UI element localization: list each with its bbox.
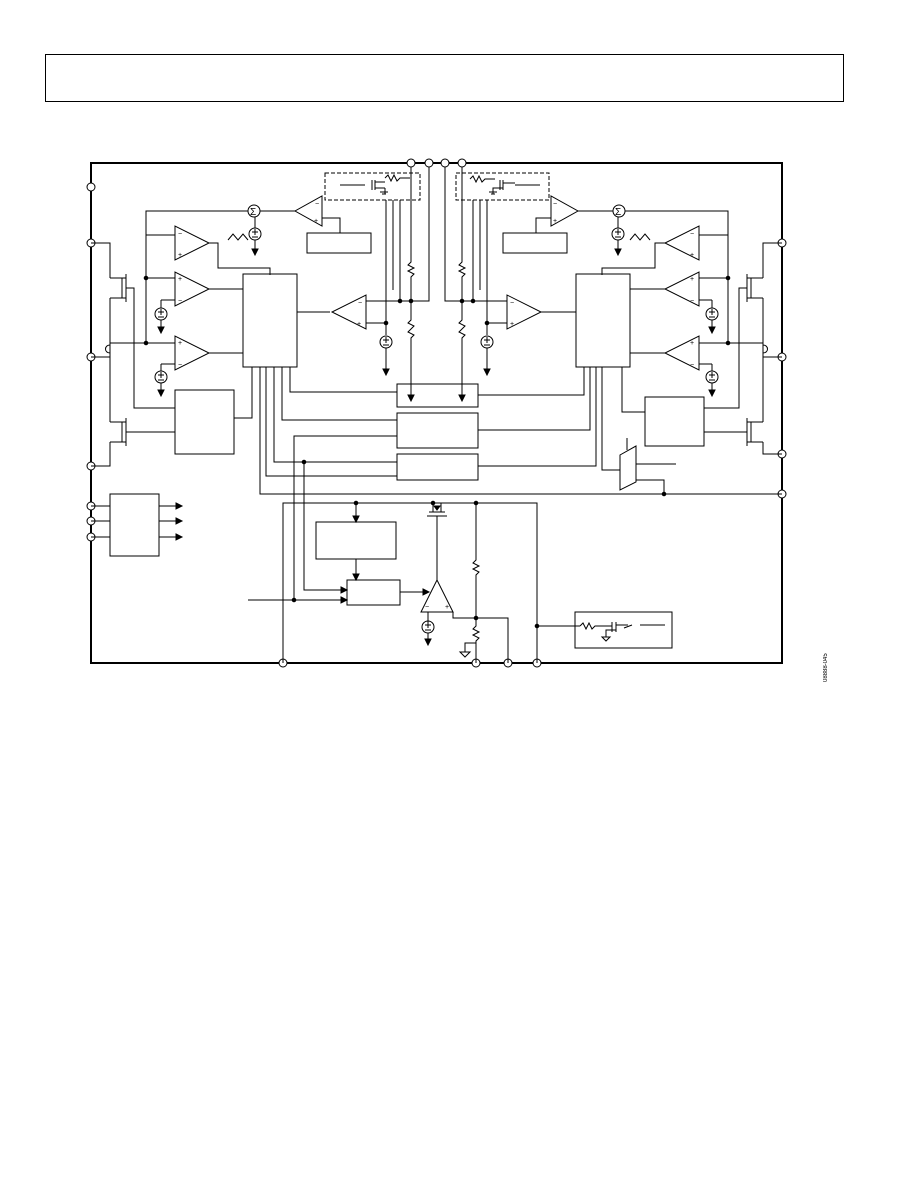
svg-text:Σ: Σ: [615, 207, 621, 218]
pwm-comparator-right: − +: [663, 225, 700, 261]
feedback-divider-left: [406, 167, 416, 403]
soft-start-amp-left: − +: [330, 294, 367, 330]
ldo-reference-block: [315, 521, 397, 560]
svg-text:+: +: [690, 340, 694, 347]
neg-current-comparator-left: + −: [174, 335, 211, 371]
svg-text:+: +: [510, 321, 514, 328]
ldo-error-amp: − +: [420, 578, 454, 613]
reference-block-left: [306, 232, 372, 254]
offset-source-left-1: [154, 299, 175, 335]
driver-block-left: [174, 389, 235, 455]
ramp-source-left: [248, 217, 262, 257]
offset-source-right-2: [699, 363, 719, 398]
neg-current-comparator-right: + −: [663, 335, 700, 371]
low-side-fet-left: [91, 357, 175, 467]
pwm-comparator-left: − +: [174, 225, 211, 261]
ramp-waveform-left: [227, 233, 249, 241]
svg-text:+: +: [314, 218, 318, 225]
current-sense-loop-left: [105, 344, 111, 354]
svg-text:+: +: [690, 252, 694, 259]
high-side-fet-right: [704, 242, 782, 409]
soft-start-amp-right: − +: [506, 294, 543, 330]
svg-text:−: −: [358, 300, 362, 307]
control-logic-right: [575, 273, 631, 368]
control-logic-left: [242, 273, 298, 368]
center-block-3: [396, 453, 479, 481]
soft-start-source-right: [480, 335, 494, 377]
svg-text:−: −: [425, 604, 429, 611]
soft-start-source-left: [379, 335, 393, 377]
chip-outline: [90, 162, 783, 664]
svg-text:+: +: [178, 252, 182, 259]
ldo-divider: [471, 500, 481, 663]
svg-text:−: −: [178, 298, 182, 305]
ramp-source-right: [611, 217, 625, 257]
sense-switch-left: [340, 173, 410, 195]
ramp-waveform-right: [629, 233, 651, 241]
mux-symbol: [619, 445, 637, 491]
svg-text:−: −: [553, 201, 557, 208]
svg-text:+: +: [178, 340, 182, 347]
error-amp-left: − +: [293, 195, 323, 227]
svg-text:−: −: [178, 362, 182, 369]
center-block-2: [396, 412, 479, 449]
discharge-switch-block: [574, 611, 673, 649]
svg-text:+: +: [690, 276, 694, 283]
logic-block-bottom-left: [109, 493, 160, 557]
svg-text:−: −: [690, 231, 694, 238]
driver-block-right: [644, 396, 705, 447]
ldo-pass-device: [425, 500, 449, 580]
current-sense-loop-right: [762, 344, 768, 354]
svg-text:−: −: [690, 362, 694, 369]
high-side-fet-left: [91, 242, 175, 409]
header-frame: [45, 54, 844, 102]
low-side-fet-right: [704, 357, 782, 455]
figure-code: 08888-045: [823, 653, 829, 683]
offset-source-left-2: [154, 363, 175, 398]
sense-block-left: [324, 172, 421, 201]
svg-text:−: −: [690, 298, 694, 305]
current-comparator-right: + −: [663, 271, 700, 307]
svg-text:+: +: [357, 321, 361, 328]
ldo-control-block: [346, 579, 401, 606]
svg-text:Σ: Σ: [250, 207, 256, 218]
summing-node-left: Σ: [247, 204, 261, 218]
svg-text:−: −: [510, 300, 514, 307]
current-comparator-left: + −: [174, 271, 211, 307]
sense-switch-right: [469, 174, 540, 195]
svg-text:+: +: [178, 276, 182, 283]
feedback-divider-right: [457, 167, 467, 403]
summing-node-right: Σ: [612, 204, 626, 218]
svg-text:−: −: [315, 201, 319, 208]
svg-text:+: +: [553, 218, 557, 225]
reference-block-right: [502, 232, 568, 254]
offset-source-right-1: [699, 299, 719, 335]
error-amp-right: − +: [550, 195, 580, 227]
svg-text:+: +: [445, 604, 449, 611]
svg-text:−: −: [178, 231, 182, 238]
ldo-reference-source: [421, 620, 435, 647]
